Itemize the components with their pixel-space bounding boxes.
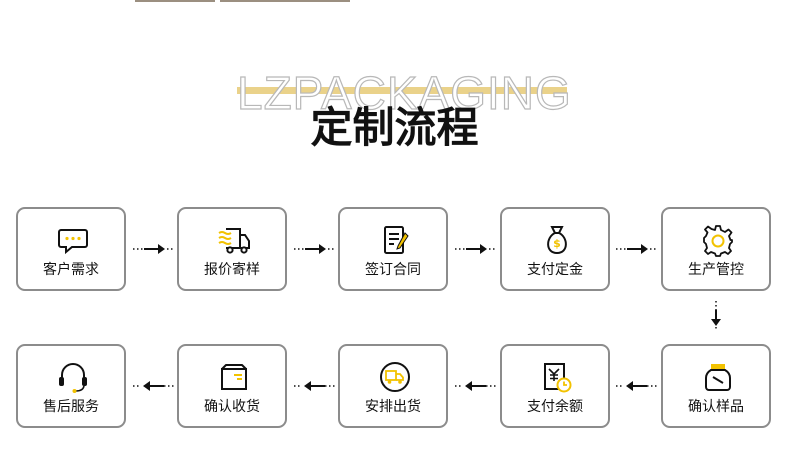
step-arrange-shipment: 安排出货 — [338, 344, 448, 428]
step-label: 安排出货 — [365, 399, 421, 415]
arrow-left-icon — [131, 379, 177, 393]
step-after-sales: 售后服务 — [16, 344, 126, 428]
arrow-left-icon — [614, 379, 660, 393]
headset-icon — [56, 360, 90, 394]
heading-highlight-bar — [237, 87, 567, 94]
arrow-right-icon — [614, 242, 660, 256]
step-production-control: 生产管控 — [661, 207, 771, 291]
top-border-left — [135, 0, 215, 2]
step-quote-sample: 报价寄样 — [177, 207, 287, 291]
step-confirm-sample: 确认样品 — [661, 344, 771, 428]
step-pay-deposit: $ 支付定金 — [500, 207, 610, 291]
arrow-left-icon — [292, 379, 338, 393]
brand-watermark: LZPACKAGING — [236, 67, 572, 119]
step-label: 支付定金 — [527, 262, 583, 278]
receive-box-icon — [217, 360, 251, 394]
step-label: 确认样品 — [688, 399, 744, 415]
step-label: 确认收货 — [204, 399, 260, 415]
top-border-right — [220, 0, 350, 2]
sample-jar-icon — [701, 360, 735, 394]
arrow-down-icon — [709, 300, 723, 332]
invoice-clock-icon — [540, 360, 574, 394]
arrow-left-icon — [453, 379, 499, 393]
step-customer-requirement: 客户需求 — [16, 207, 126, 291]
delivery-truck-icon — [217, 223, 251, 257]
step-label: 售后服务 — [43, 399, 99, 415]
heading: LZPACKAGING 定制流程 — [0, 60, 789, 170]
step-label: 客户需求 — [43, 262, 99, 278]
step-label: 报价寄样 — [204, 262, 260, 278]
money-bag-icon: $ — [540, 223, 574, 257]
step-label: 生产管控 — [688, 262, 744, 278]
arrow-right-icon — [131, 242, 177, 256]
arrow-right-icon — [453, 242, 499, 256]
svg-text:$: $ — [553, 237, 561, 250]
arrow-right-icon — [292, 242, 338, 256]
chat-bubble-icon — [56, 223, 90, 257]
step-label: 支付余额 — [527, 399, 583, 415]
step-sign-contract: 签订合同 — [338, 207, 448, 291]
step-label: 签订合同 — [365, 262, 421, 278]
page-title: 定制流程 — [310, 103, 479, 152]
contract-pen-icon — [378, 223, 412, 257]
shipping-truck-circle-icon — [378, 360, 412, 394]
gear-icon — [701, 223, 735, 257]
step-pay-balance: 支付余额 — [500, 344, 610, 428]
step-confirm-receipt: 确认收货 — [177, 344, 287, 428]
